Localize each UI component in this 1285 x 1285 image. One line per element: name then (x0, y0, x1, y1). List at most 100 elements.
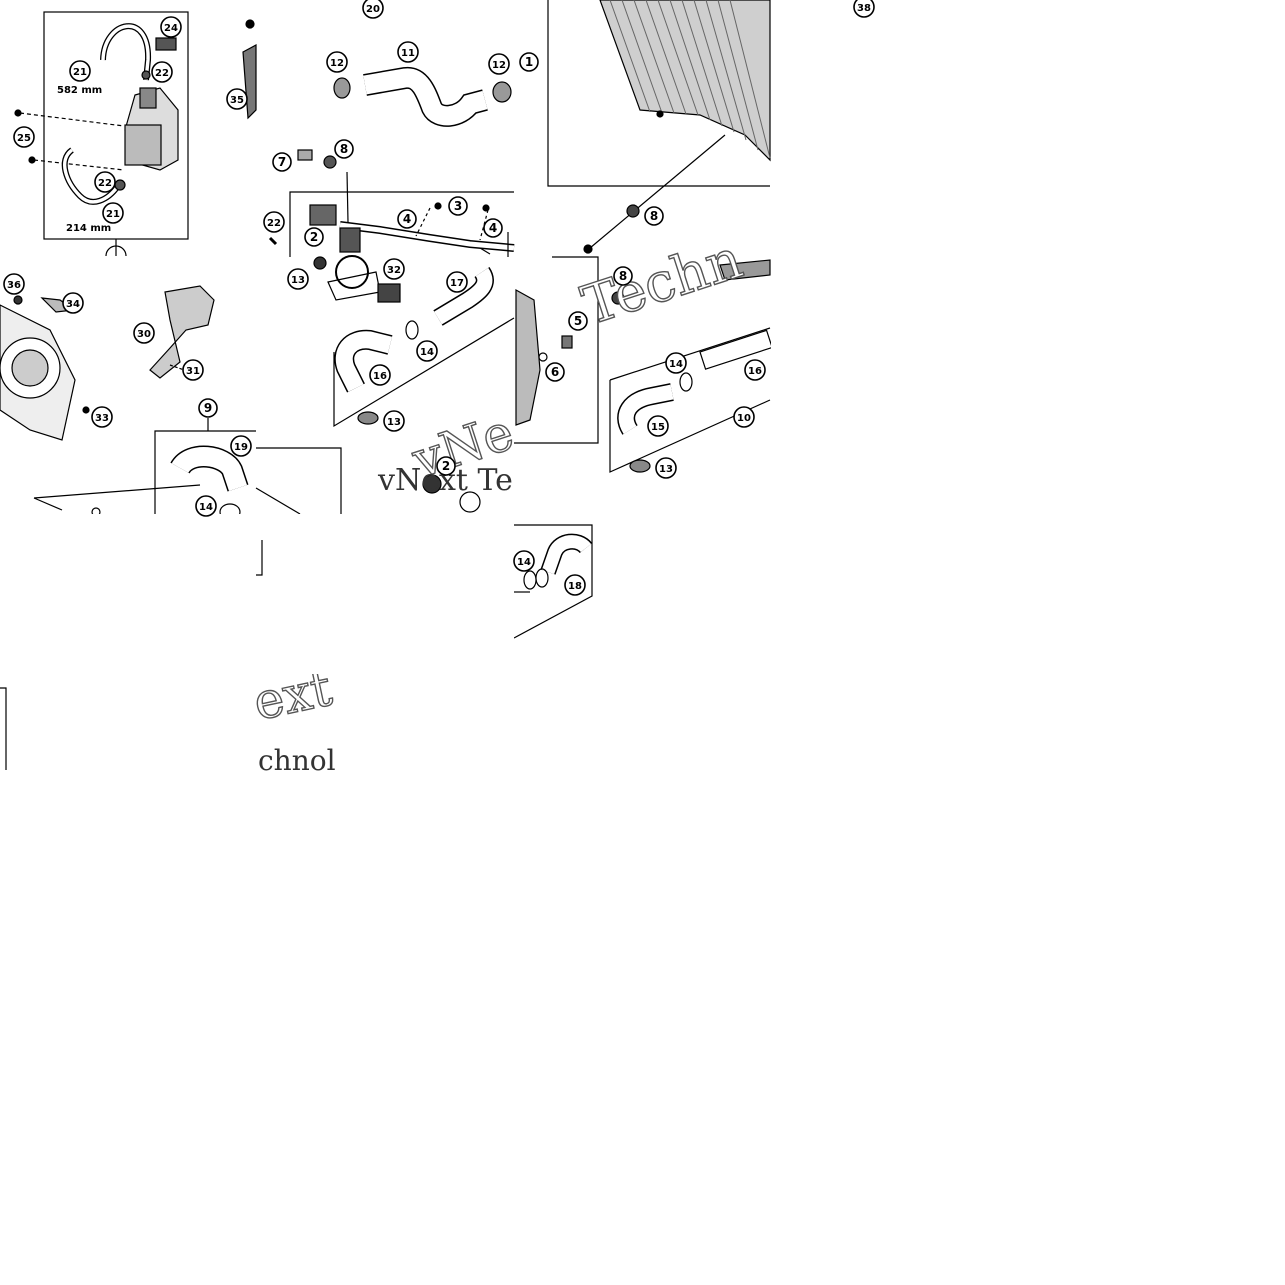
reservoir-cap (155, 37, 177, 51)
water-pump-cover (335, 255, 369, 289)
callout-label: 32 (387, 265, 401, 276)
callout-8: 8 (613, 266, 633, 286)
callout-label: 22 (267, 218, 281, 229)
callout-label: 15 (651, 422, 665, 433)
callout-10: 10 (733, 406, 755, 428)
callout-15: 15 (647, 415, 669, 437)
callout-label: 30 (137, 329, 151, 340)
callout-16: 16 (369, 364, 391, 386)
callout-33: 33 (91, 406, 113, 428)
callout-1: 1 (519, 52, 539, 72)
lower-hose-frame (333, 317, 515, 428)
bracket-strip (242, 43, 257, 120)
callout-label: 22 (155, 68, 169, 79)
callout-label: 4 (489, 221, 497, 235)
callout-label: 13 (291, 275, 305, 286)
hose-9-frame (154, 430, 256, 514)
callout-label: 21 (106, 209, 120, 220)
callout-8: 8 (644, 206, 664, 226)
callout-label: 14 (669, 359, 683, 370)
watermark-techn: Techn (575, 227, 750, 337)
callout-label: 13 (659, 464, 673, 475)
callout-24: 24 (160, 16, 182, 38)
callout-label: 13 (387, 417, 401, 428)
callout-14: 14 (195, 495, 217, 517)
fan-bracket (149, 285, 215, 379)
bypass-frame (514, 256, 599, 444)
callout-label: 38 (857, 3, 871, 14)
mid-tile-frame (256, 447, 342, 514)
callout-label: 12 (330, 58, 344, 69)
callout-12: 12 (326, 51, 348, 73)
callout-13: 13 (287, 268, 309, 290)
callout-2: 2 (304, 227, 324, 247)
callout-21: 21 (102, 202, 124, 224)
callout-label: 20 (366, 4, 380, 15)
callout-7: 7 (272, 152, 292, 172)
callout-13: 13 (383, 410, 405, 432)
callout-4: 4 (483, 218, 503, 238)
callout-21: 21 (69, 60, 91, 82)
right-hose-frame (609, 380, 771, 473)
callout-label: 3 (454, 199, 462, 213)
callout-14: 14 (665, 352, 687, 374)
callout-8: 8 (334, 139, 354, 159)
callout-label: 35 (230, 95, 244, 106)
callout-31: 31 (182, 359, 204, 381)
callout-label: 16 (373, 371, 387, 382)
callout-label: 5 (574, 314, 582, 328)
callout-label: 14 (517, 557, 531, 568)
dimension-short-hose: 214 mm (66, 223, 111, 234)
radiator-frame (547, 0, 770, 187)
callout-34: 34 (62, 292, 84, 314)
callout-label: 21 (73, 67, 87, 78)
callout-label: 24 (164, 23, 178, 34)
callout-22: 22 (94, 171, 116, 193)
callout-label: 1 (525, 55, 533, 69)
callout-38: 38 (853, 0, 875, 18)
callout-label: 7 (278, 155, 286, 169)
callout-label: 16 (748, 366, 762, 377)
callout-32: 32 (383, 258, 405, 280)
callout-label: 4 (403, 212, 411, 226)
callout-14: 14 (416, 340, 438, 362)
bottom-hose-frame (513, 524, 593, 639)
callout-label: 2 (310, 230, 318, 244)
callout-label: 33 (95, 413, 109, 424)
callout-label: 31 (186, 366, 200, 377)
callout-label: 12 (492, 60, 506, 71)
dimension-long-hose: 582 mm (57, 85, 102, 96)
callout-36: 36 (3, 273, 25, 295)
callout-label: 8 (650, 209, 658, 223)
callout-13: 13 (655, 457, 677, 479)
callout-label: 10 (737, 413, 751, 424)
callout-label: 6 (551, 365, 559, 379)
callout-19: 19 (230, 435, 252, 457)
callout-20: 20 (362, 0, 384, 19)
callout-22: 22 (263, 211, 285, 233)
callout-label: 17 (450, 278, 464, 289)
callout-4: 4 (397, 209, 417, 229)
callout-9: 9 (198, 398, 218, 418)
callout-35: 35 (226, 88, 248, 110)
thermostat-group-frame (289, 191, 514, 257)
callout-label: 14 (420, 347, 434, 358)
callout-6: 6 (545, 362, 565, 382)
callout-label: 9 (204, 401, 212, 415)
callout-5: 5 (568, 311, 588, 331)
callout-label: 2 (442, 459, 450, 473)
callout-label: 8 (619, 269, 627, 283)
callout-16: 16 (744, 359, 766, 381)
callout-label: 19 (234, 442, 248, 453)
callout-2: 2 (436, 456, 456, 476)
callout-22: 22 (151, 61, 173, 83)
callout-label: 22 (98, 178, 112, 189)
callout-11: 11 (397, 41, 419, 63)
callout-label: 11 (401, 48, 415, 59)
line-art (0, 0, 773, 770)
callout-25: 25 (13, 126, 35, 148)
callout-label: 14 (199, 502, 213, 513)
